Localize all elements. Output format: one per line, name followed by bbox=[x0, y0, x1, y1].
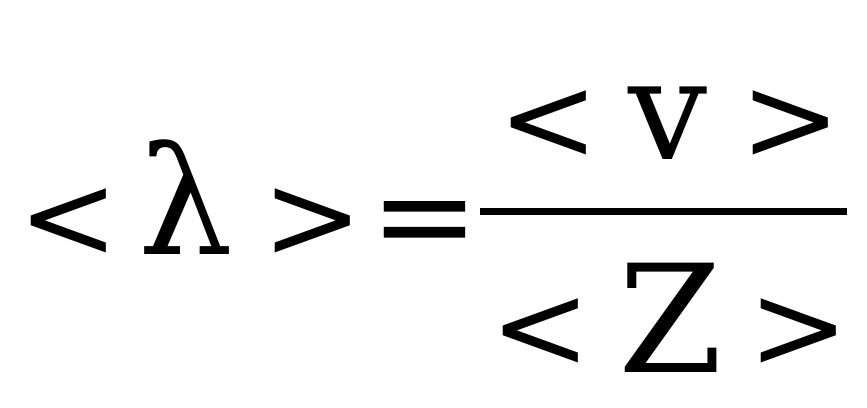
denominator-z-symbol: Z bbox=[618, 234, 723, 408]
denominator-open-angle-bracket: < bbox=[490, 258, 591, 397]
equals-sign: = bbox=[370, 139, 479, 291]
numerator-open-angle-bracket: < bbox=[498, 50, 599, 189]
numerator-close-angle-bracket: > bbox=[740, 50, 841, 189]
denominator-close-angle-bracket: > bbox=[748, 258, 849, 397]
lhs-lambda-symbol: λ bbox=[138, 116, 234, 290]
lhs-open-angle-bracket: < bbox=[18, 148, 119, 287]
lhs-close-angle-bracket: > bbox=[262, 148, 363, 287]
fraction-bar bbox=[480, 208, 847, 215]
numerator-v-symbol: v bbox=[628, 30, 708, 193]
